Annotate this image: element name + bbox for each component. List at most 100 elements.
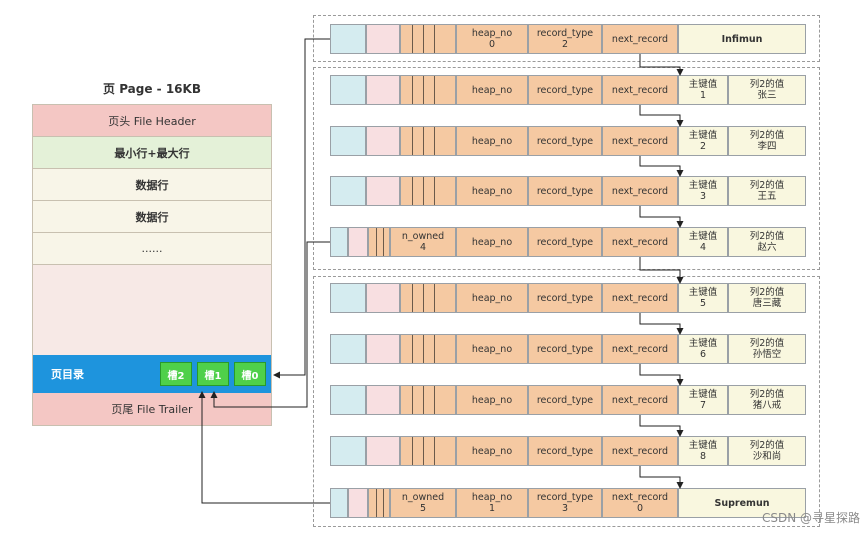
slot-1-pointer (210, 241, 330, 408)
next-record-arrow (639, 415, 684, 437)
next-record-cell: next_record (602, 385, 678, 415)
record-flag-bits (400, 176, 456, 206)
next-record-cell: next_record (602, 126, 678, 156)
heap-no-cell: heap_no (456, 75, 528, 105)
column-value-cell: 列2的值沙和尚 (728, 436, 806, 466)
record-header-field (366, 24, 400, 54)
next-record-arrow (639, 105, 684, 127)
record-type-cell: record_type (528, 126, 602, 156)
record-flag-bits (400, 24, 456, 54)
data-row: 数据行 (33, 201, 271, 233)
record-flag-bits (400, 334, 456, 364)
column-value-cell: 列2的值赵六 (728, 227, 806, 257)
heap-no-cell: heap_no (456, 176, 528, 206)
record-flag-bits (400, 436, 456, 466)
next-record-arrow (639, 206, 684, 228)
next-record-arrow (639, 313, 684, 335)
file-trailer: 页尾 File Trailer (33, 393, 271, 425)
data-row: 数据行 (33, 169, 271, 201)
record-type-cell: record_type (528, 436, 602, 466)
group-slot-2 (313, 276, 820, 527)
record-type-cell: record_type (528, 227, 602, 257)
next-record-cell: next_record (602, 75, 678, 105)
record-flag-bits (400, 75, 456, 105)
record-flag-bits (400, 385, 456, 415)
watermark: CSDN @寻星探路 (761, 511, 860, 525)
heap-no-cell: heap_no (456, 283, 528, 313)
record-type-cell: record_type (528, 283, 602, 313)
next-record-arrow (639, 364, 684, 386)
column-value-cell: 列2的值张三 (728, 75, 806, 105)
free-space (33, 265, 271, 355)
column-value-cell: 列2的值唐三藏 (728, 283, 806, 313)
page-directory: 页目录 槽2 槽1 槽0 (33, 355, 271, 393)
ellipsis-row: ...... (33, 233, 271, 265)
heap-no-cell: heap_no (456, 227, 528, 257)
slot-2: 槽2 (160, 362, 192, 386)
record-header-field (330, 24, 366, 54)
file-header: 页头 File Header (33, 105, 271, 137)
next-record-cell: next_record (602, 227, 678, 257)
next-record-arrow (639, 156, 684, 177)
column-value-cell: 列2的值李四 (728, 126, 806, 156)
column-value-cell: 列2的值猪八戒 (728, 385, 806, 415)
record-flag-bits (368, 227, 390, 257)
record-flag-bits (400, 283, 456, 313)
page-structure: 页头 File Header 最小行+最大行 数据行 数据行 ...... 页目… (32, 104, 272, 426)
next-record-cell: next_record (602, 283, 678, 313)
heap-no-cell: heap_no (456, 385, 528, 415)
heap-no-cell: heap_no (456, 126, 528, 156)
min-max-rows: 最小行+最大行 (33, 137, 271, 169)
next-record-arrow (639, 54, 684, 76)
page-title: 页 Page - 16KB (103, 82, 201, 96)
slot-2-pointer (198, 391, 330, 504)
next-record-arrow (639, 466, 684, 489)
group-slot-1 (313, 67, 820, 270)
record-type-cell: record_type (528, 75, 602, 105)
supremum-label: Supremun (678, 488, 806, 518)
next-record-arrow (639, 257, 684, 284)
next-record-cell: next_record (602, 334, 678, 364)
record-flag-bits (368, 488, 390, 518)
next-record-cell: next_record (602, 24, 678, 54)
infimum-label: Infimun (678, 24, 806, 54)
page-directory-label: 页目录 (51, 368, 84, 381)
record-type-cell: record_type (528, 385, 602, 415)
column-value-cell: 列2的值孙悟空 (728, 334, 806, 364)
next-record-cell: next_record (602, 176, 678, 206)
heap-no-cell: heap_no (456, 436, 528, 466)
record-type-cell: record_type (528, 334, 602, 364)
heap-no-cell: heap_no (456, 334, 528, 364)
column-value-cell: 列2的值王五 (728, 176, 806, 206)
slot-1: 槽1 (197, 362, 229, 386)
slot-0-pointer (273, 38, 330, 379)
slot-0: 槽0 (234, 362, 266, 386)
record-type-cell: record_type (528, 176, 602, 206)
next-record-cell: next_record (602, 436, 678, 466)
record-flag-bits (400, 126, 456, 156)
